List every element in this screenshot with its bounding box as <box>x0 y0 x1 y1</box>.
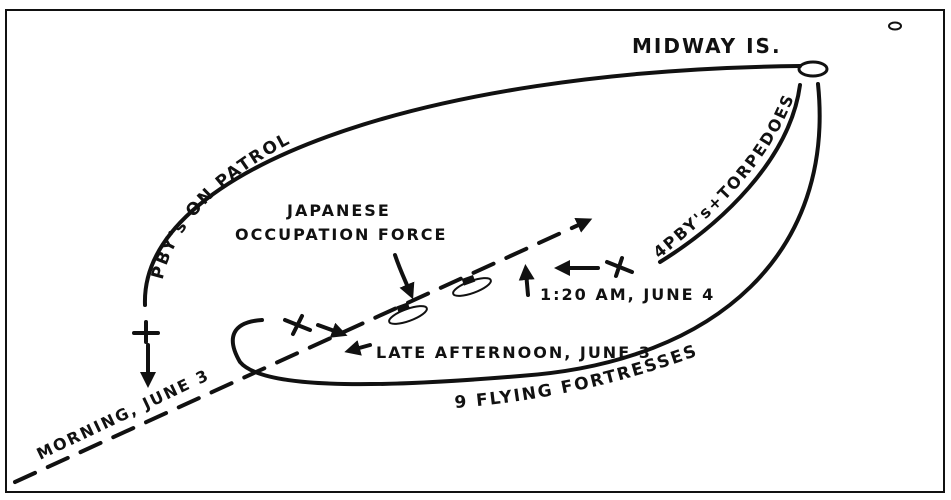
ship-icon <box>452 274 492 297</box>
plane-icon <box>283 314 312 336</box>
time-june4-label: 1:20 AM, JUNE 4 <box>540 285 715 304</box>
torpedoes-label: 4PBY's+TORPEDOES <box>650 90 799 261</box>
japanese-course-dashed-line <box>13 218 593 484</box>
patrol-label: PBY's ON PATROL <box>148 129 294 281</box>
pby-patrol-route <box>142 64 802 307</box>
frame-border <box>5 9 945 493</box>
pby-torpedo-route <box>658 83 802 264</box>
late-afternoon-label: LATE AFTERNOON, JUNE 3 <box>376 343 652 362</box>
arrow-up-icon <box>518 264 535 297</box>
plane-icon <box>605 256 634 278</box>
arrow-to-force-icon <box>393 253 415 300</box>
midway-label: MIDWAY IS. <box>632 34 782 58</box>
plane-icon <box>132 320 160 344</box>
small-island-icon <box>888 21 902 31</box>
arrow-right-icon <box>316 322 348 338</box>
ship-icon <box>388 302 428 325</box>
force-label-line2: OCCUPATION FORCE <box>235 225 447 244</box>
midway-island-icon <box>797 60 829 78</box>
force-label-line1: JAPANESE <box>286 201 391 220</box>
fortresses-route <box>230 82 822 387</box>
arrow-left-icon <box>344 340 372 356</box>
morning-label: MORNING, JUNE 3 <box>34 365 213 463</box>
